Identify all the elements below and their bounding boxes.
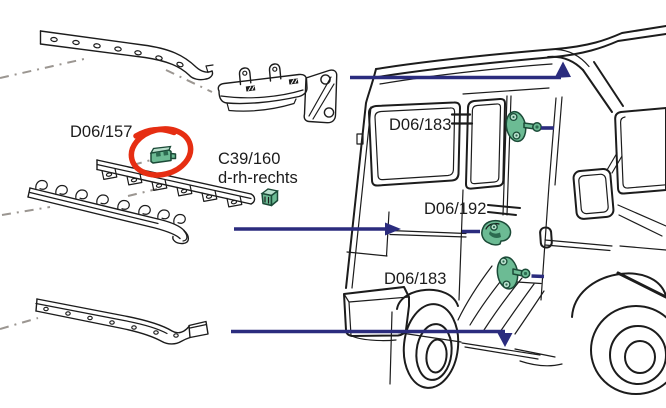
clip-rivet-upper[interactable] [504, 110, 542, 143]
rail-hooks [35, 179, 186, 225]
clip-single[interactable] [260, 188, 280, 207]
trim-rail-hooked[interactable] [27, 179, 190, 245]
pointer-arrows [231, 61, 571, 347]
clip-hook-mid[interactable] [481, 219, 512, 246]
label-rail-clip[interactable]: D06/157 [70, 123, 132, 141]
trim-rail-middle[interactable] [96, 159, 256, 208]
trim-rail-lower[interactable] [35, 298, 209, 345]
label-leaders [450, 113, 521, 216]
rail-tabs [101, 168, 243, 208]
arrow-bottom-head [497, 333, 513, 347]
part-labels: D06/157 C39/160 d-rh-rechts D06/183 D06/… [70, 116, 486, 288]
van-illustration [343, 25, 666, 395]
highlight-circle [128, 126, 194, 178]
label-van-clip-lower[interactable]: D06/183 [384, 270, 446, 288]
connector-lower [531, 274, 545, 279]
label-rail[interactable]: C39/160 [218, 150, 280, 168]
mounting-bracket[interactable] [217, 63, 338, 124]
label-van-clip-upper[interactable]: D06/183 [389, 116, 451, 134]
label-van-clip-mid[interactable]: D06/192 [424, 200, 486, 218]
arrow-mid-head [385, 222, 401, 236]
trim-rail-upper[interactable] [39, 30, 214, 81]
guide-lines [0, 58, 213, 330]
clip-rivet-lower[interactable] [495, 256, 531, 290]
label-rail-variant[interactable]: d-rh-rechts [218, 169, 298, 187]
arrow-top-head [554, 61, 571, 78]
clip-highlighted[interactable] [149, 145, 177, 164]
